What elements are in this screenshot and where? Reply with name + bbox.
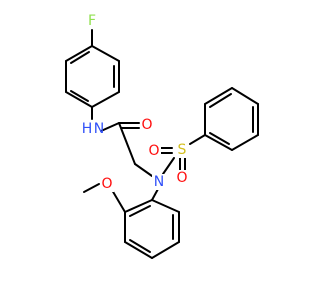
- atom-label-o-methoxy: O: [100, 176, 114, 192]
- o-methyl-bond: [83, 183, 100, 193]
- svg-text:O: O: [176, 170, 187, 186]
- aryl-o-bond: [111, 189, 126, 213]
- svg-text:S: S: [178, 142, 187, 158]
- molecule-structure-diagram: F N H O N S O O O: [65, 13, 259, 259]
- atom-label-o-carbonyl: O: [140, 117, 154, 133]
- atom-label-s: S: [175, 142, 189, 158]
- svg-text:O: O: [141, 117, 152, 133]
- n-s-bond: [162, 157, 175, 175]
- phenyl-ring: [204, 87, 259, 151]
- atom-label-nh: N H: [80, 120, 104, 137]
- methoxyphenyl-ring: [124, 199, 180, 259]
- svg-text:F: F: [88, 13, 96, 29]
- s-phenyl-bond: [189, 134, 206, 145]
- n-amide-label: N: [94, 121, 104, 137]
- h-amide-label: H: [82, 121, 93, 137]
- svg-text:O: O: [148, 143, 159, 159]
- svg-text:O: O: [101, 176, 112, 192]
- atom-label-o-sulfonyl-left: O: [147, 143, 161, 159]
- svg-text:N: N: [154, 174, 164, 190]
- ch2-n-bond: [134, 163, 153, 177]
- fluorophenyl-ring: [65, 45, 120, 108]
- atom-label-f: F: [85, 13, 99, 29]
- atom-label-o-sulfonyl-bottom: O: [175, 170, 189, 186]
- atom-label-n-sulfonamide: N: [152, 174, 166, 190]
- n-aryl-bond: [151, 188, 159, 201]
- carbonyl-ch2-bond: [118, 122, 136, 165]
- nh-carbonyl-bond: [100, 122, 120, 132]
